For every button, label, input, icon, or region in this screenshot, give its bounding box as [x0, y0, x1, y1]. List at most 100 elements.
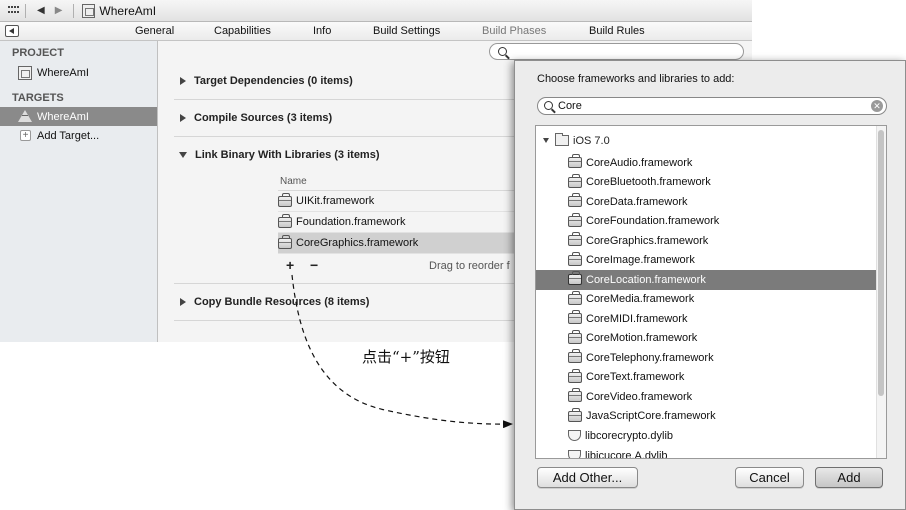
sdk-group-row[interactable]: iOS 7.0: [536, 132, 876, 149]
sheet-title: Choose frameworks and libraries to add:: [537, 73, 735, 85]
list-item-label: JavaScriptCore.framework: [586, 410, 716, 423]
tab-capabilities[interactable]: Capabilities: [214, 25, 271, 37]
list-item-selected[interactable]: CoreLocation.framework: [536, 270, 876, 290]
add-other-button[interactable]: Add Other...: [537, 467, 638, 488]
list-item[interactable]: CoreVideo.framework: [536, 387, 876, 407]
tab-info[interactable]: Info: [313, 25, 332, 37]
add-target-button[interactable]: + Add Target...: [0, 126, 157, 145]
framework-toolbox-icon: [568, 193, 582, 208]
jump-bar: ◀ ▶ WhereAmI: [0, 0, 752, 22]
app-target-icon: [18, 110, 32, 123]
divider: [174, 99, 752, 100]
list-item-label: libcorecrypto.dylib: [585, 429, 674, 442]
table-row[interactable]: UIKit.framework: [278, 191, 518, 212]
phase-target-dependencies[interactable]: Target Dependencies (0 items): [174, 71, 694, 91]
framework-toolbox-icon: [568, 212, 582, 227]
phase-link-binary[interactable]: Link Binary With Libraries (3 items): [174, 145, 694, 165]
framework-search-input[interactable]: [558, 99, 858, 113]
table-row[interactable]: Foundation.framework: [278, 212, 518, 233]
list-item-label: CoreLocation.framework: [586, 273, 706, 286]
editor-tab-bar: General Capabilities Info Build Settings…: [0, 22, 752, 41]
targets-sidebar: PROJECT WhereAmI TARGETS WhereAmI + Add …: [0, 41, 158, 342]
framework-search-field[interactable]: ✕: [537, 97, 887, 115]
list-item[interactable]: CoreImage.framework: [536, 251, 876, 271]
toggle-targets-list-icon[interactable]: [5, 25, 19, 37]
add-button[interactable]: Add: [815, 467, 883, 488]
tab-build-rules[interactable]: Build Rules: [589, 25, 645, 37]
annotation-label: 点击“+”按钮: [362, 348, 450, 366]
list-item[interactable]: CoreFoundation.framework: [536, 212, 876, 232]
list-item[interactable]: libicucore.A.dylib: [536, 448, 876, 458]
sidebar-item-project[interactable]: WhereAmI: [0, 63, 157, 82]
list-item[interactable]: CoreMIDI.framework: [536, 309, 876, 329]
list-item[interactable]: CoreAudio.framework: [536, 153, 876, 173]
add-library-button[interactable]: +: [286, 257, 295, 273]
project-section-header: PROJECT: [12, 47, 64, 59]
plus-icon: +: [20, 130, 31, 141]
cancel-button[interactable]: Cancel: [735, 467, 804, 488]
disclosure-triangle-icon[interactable]: [180, 114, 186, 122]
library-table-toolbar: + −: [278, 257, 518, 274]
framework-toolbox-icon: [568, 290, 582, 305]
framework-toolbox-icon: [568, 407, 582, 422]
list-item[interactable]: CoreMotion.framework: [536, 329, 876, 349]
tab-build-phases[interactable]: Build Phases: [482, 25, 547, 37]
framework-toolbox-icon: [568, 329, 582, 344]
phase-compile-sources[interactable]: Compile Sources (3 items): [174, 108, 694, 128]
scrollbar-thumb[interactable]: [878, 130, 884, 396]
list-item[interactable]: CoreTelephony.framework: [536, 348, 876, 368]
build-phases-search-field[interactable]: [489, 43, 744, 60]
forward-arrow-icon[interactable]: ▶: [54, 5, 63, 16]
back-arrow-icon[interactable]: ◀: [37, 5, 45, 16]
table-header-name[interactable]: Name: [278, 173, 518, 191]
framework-toolbox-icon: [568, 154, 582, 169]
jump-bar-project-name[interactable]: WhereAmI: [99, 3, 157, 18]
list-item[interactable]: CoreBluetooth.framework: [536, 173, 876, 193]
sdk-group-label: iOS 7.0: [573, 134, 610, 147]
list-item-label: CoreGraphics.framework: [586, 234, 709, 247]
list-item[interactable]: CoreData.framework: [536, 192, 876, 212]
list-item[interactable]: libcorecrypto.dylib: [536, 426, 876, 446]
choose-frameworks-sheet: Choose frameworks and libraries to add: …: [514, 60, 906, 510]
list-item[interactable]: JavaScriptCore.framework: [536, 407, 876, 427]
framework-toolbox-icon: [568, 310, 582, 325]
jump-bar-divider: [73, 3, 75, 18]
clear-search-icon[interactable]: ✕: [871, 100, 883, 112]
phase-title: Copy Bundle Resources (8 items): [194, 296, 370, 308]
disclosure-triangle-open-icon[interactable]: [179, 152, 187, 158]
list-item[interactable]: CoreText.framework: [536, 368, 876, 388]
folder-icon: [555, 133, 569, 146]
sidebar-item-target[interactable]: WhereAmI: [0, 107, 157, 126]
list-item-label: CoreTelephony.framework: [586, 351, 714, 364]
add-target-label: Add Target...: [37, 129, 100, 142]
related-items-grid-icon[interactable]: [8, 5, 19, 16]
tab-build-settings[interactable]: Build Settings: [373, 25, 441, 37]
framework-toolbox-icon: [568, 232, 582, 247]
framework-list[interactable]: iOS 7.0 CoreAudio.framework CoreBluetoot…: [535, 125, 887, 459]
list-item-label: CoreMedia.framework: [586, 293, 695, 306]
list-item[interactable]: CoreGraphics.framework: [536, 231, 876, 251]
disclosure-triangle-open-icon[interactable]: [543, 138, 549, 143]
framework-toolbox-icon: [278, 213, 292, 228]
list-item[interactable]: CoreMedia.framework: [536, 290, 876, 310]
table-row-selected[interactable]: CoreGraphics.framework: [278, 233, 518, 254]
list-item-label: CoreText.framework: [586, 371, 685, 384]
framework-toolbox-icon: [568, 368, 582, 383]
tab-general[interactable]: General: [135, 25, 175, 37]
list-item-label: CoreVideo.framework: [586, 390, 693, 403]
framework-toolbox-icon: [278, 192, 292, 207]
disclosure-triangle-icon[interactable]: [180, 298, 186, 306]
search-icon: [544, 101, 553, 110]
project-file-icon: [18, 65, 32, 80]
framework-toolbox-icon: [278, 234, 292, 249]
remove-library-button[interactable]: −: [310, 257, 319, 273]
dylib-icon: [568, 450, 581, 458]
list-item-label: libicucore.A.dylib: [585, 450, 668, 458]
divider: [174, 136, 752, 137]
disclosure-triangle-icon[interactable]: [180, 77, 186, 85]
sidebar-item-label: WhereAmI: [37, 110, 89, 123]
drag-to-reorder-hint: Drag to reorder f: [429, 260, 510, 272]
framework-toolbox-icon: [568, 251, 582, 266]
jump-bar-divider: [25, 3, 26, 18]
vertical-scrollbar[interactable]: [876, 126, 886, 458]
